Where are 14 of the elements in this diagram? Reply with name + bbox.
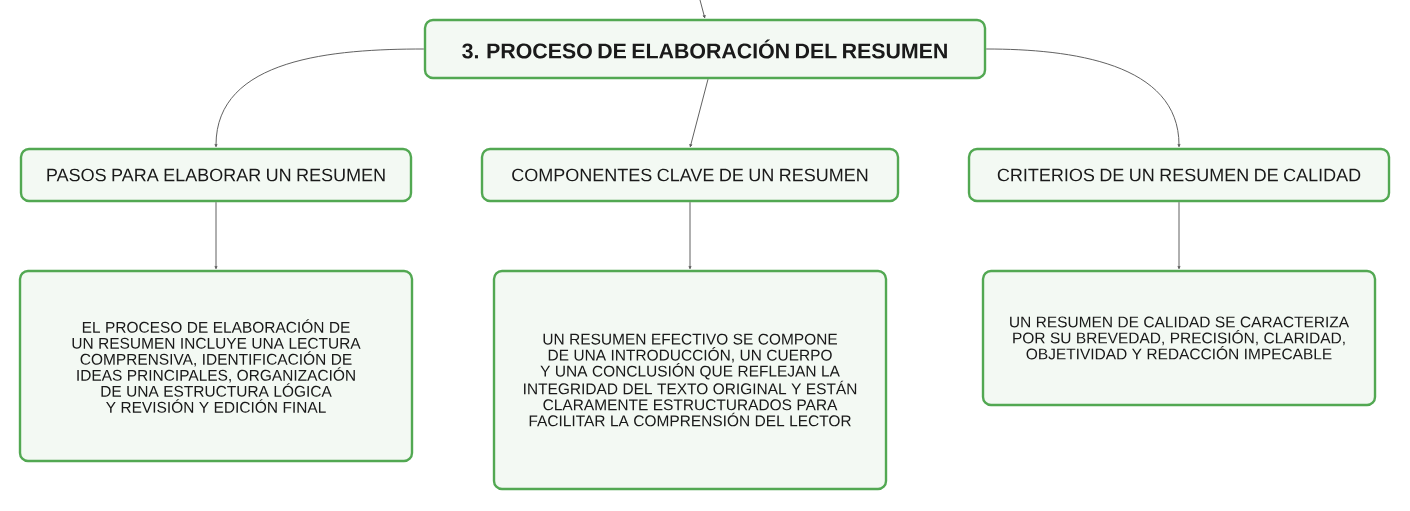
arrow <box>688 201 692 270</box>
arrow <box>985 48 1181 148</box>
arrow <box>1177 201 1181 270</box>
arrow <box>214 48 425 148</box>
topic-box: CRITERIOS DE UN RESUMEN DE CALIDAD <box>967 147 1391 203</box>
topic-box: PASOS PARA ELABORAR UN RESUMEN <box>19 147 413 203</box>
arrow <box>214 201 218 270</box>
arrow <box>699 0 706 19</box>
text-box: UN RESUMEN EFECTIVO SE COMPONE DE UNA INTRODUCCIÓN, UN CUERPO Y UNA CONCLUSIÓN QUE REFLEJAN LA INTEGRIDAD DEL TEXTO ORIGINAL Y ESTÁN CLARAMENTE ESTRUCTURADOS PARA FACILITAR LA COMPRENSIÓN DEL LECTOR <box>492 269 888 491</box>
title-box: 3. PROCESO DE ELABORACIÓN DEL RESUMEN <box>423 18 987 80</box>
text-box: EL PROCESO DE ELABORACIÓN DE UN RESUMEN INCLUYE UNA LECTURA COMPRENSIVA, IDENTIFICACIÓN DE IDEAS PRINCIPALES, ORGANIZACIÓN DE UNA ESTRUCTURA LÓGICA Y REVISIÓN Y EDICIÓN FINAL <box>18 269 414 463</box>
text-box: UN RESUMEN DE CALIDAD SE CARACTERIZA POR SU BREVEDAD, PRECISIÓN, CLARIDAD, OBJETIVIDAD Y REDACCIÓN IMPECABLE <box>981 269 1377 407</box>
arrow <box>689 78 709 148</box>
topic-box: COMPONENTES CLAVE DE UN RESUMEN <box>480 147 900 203</box>
